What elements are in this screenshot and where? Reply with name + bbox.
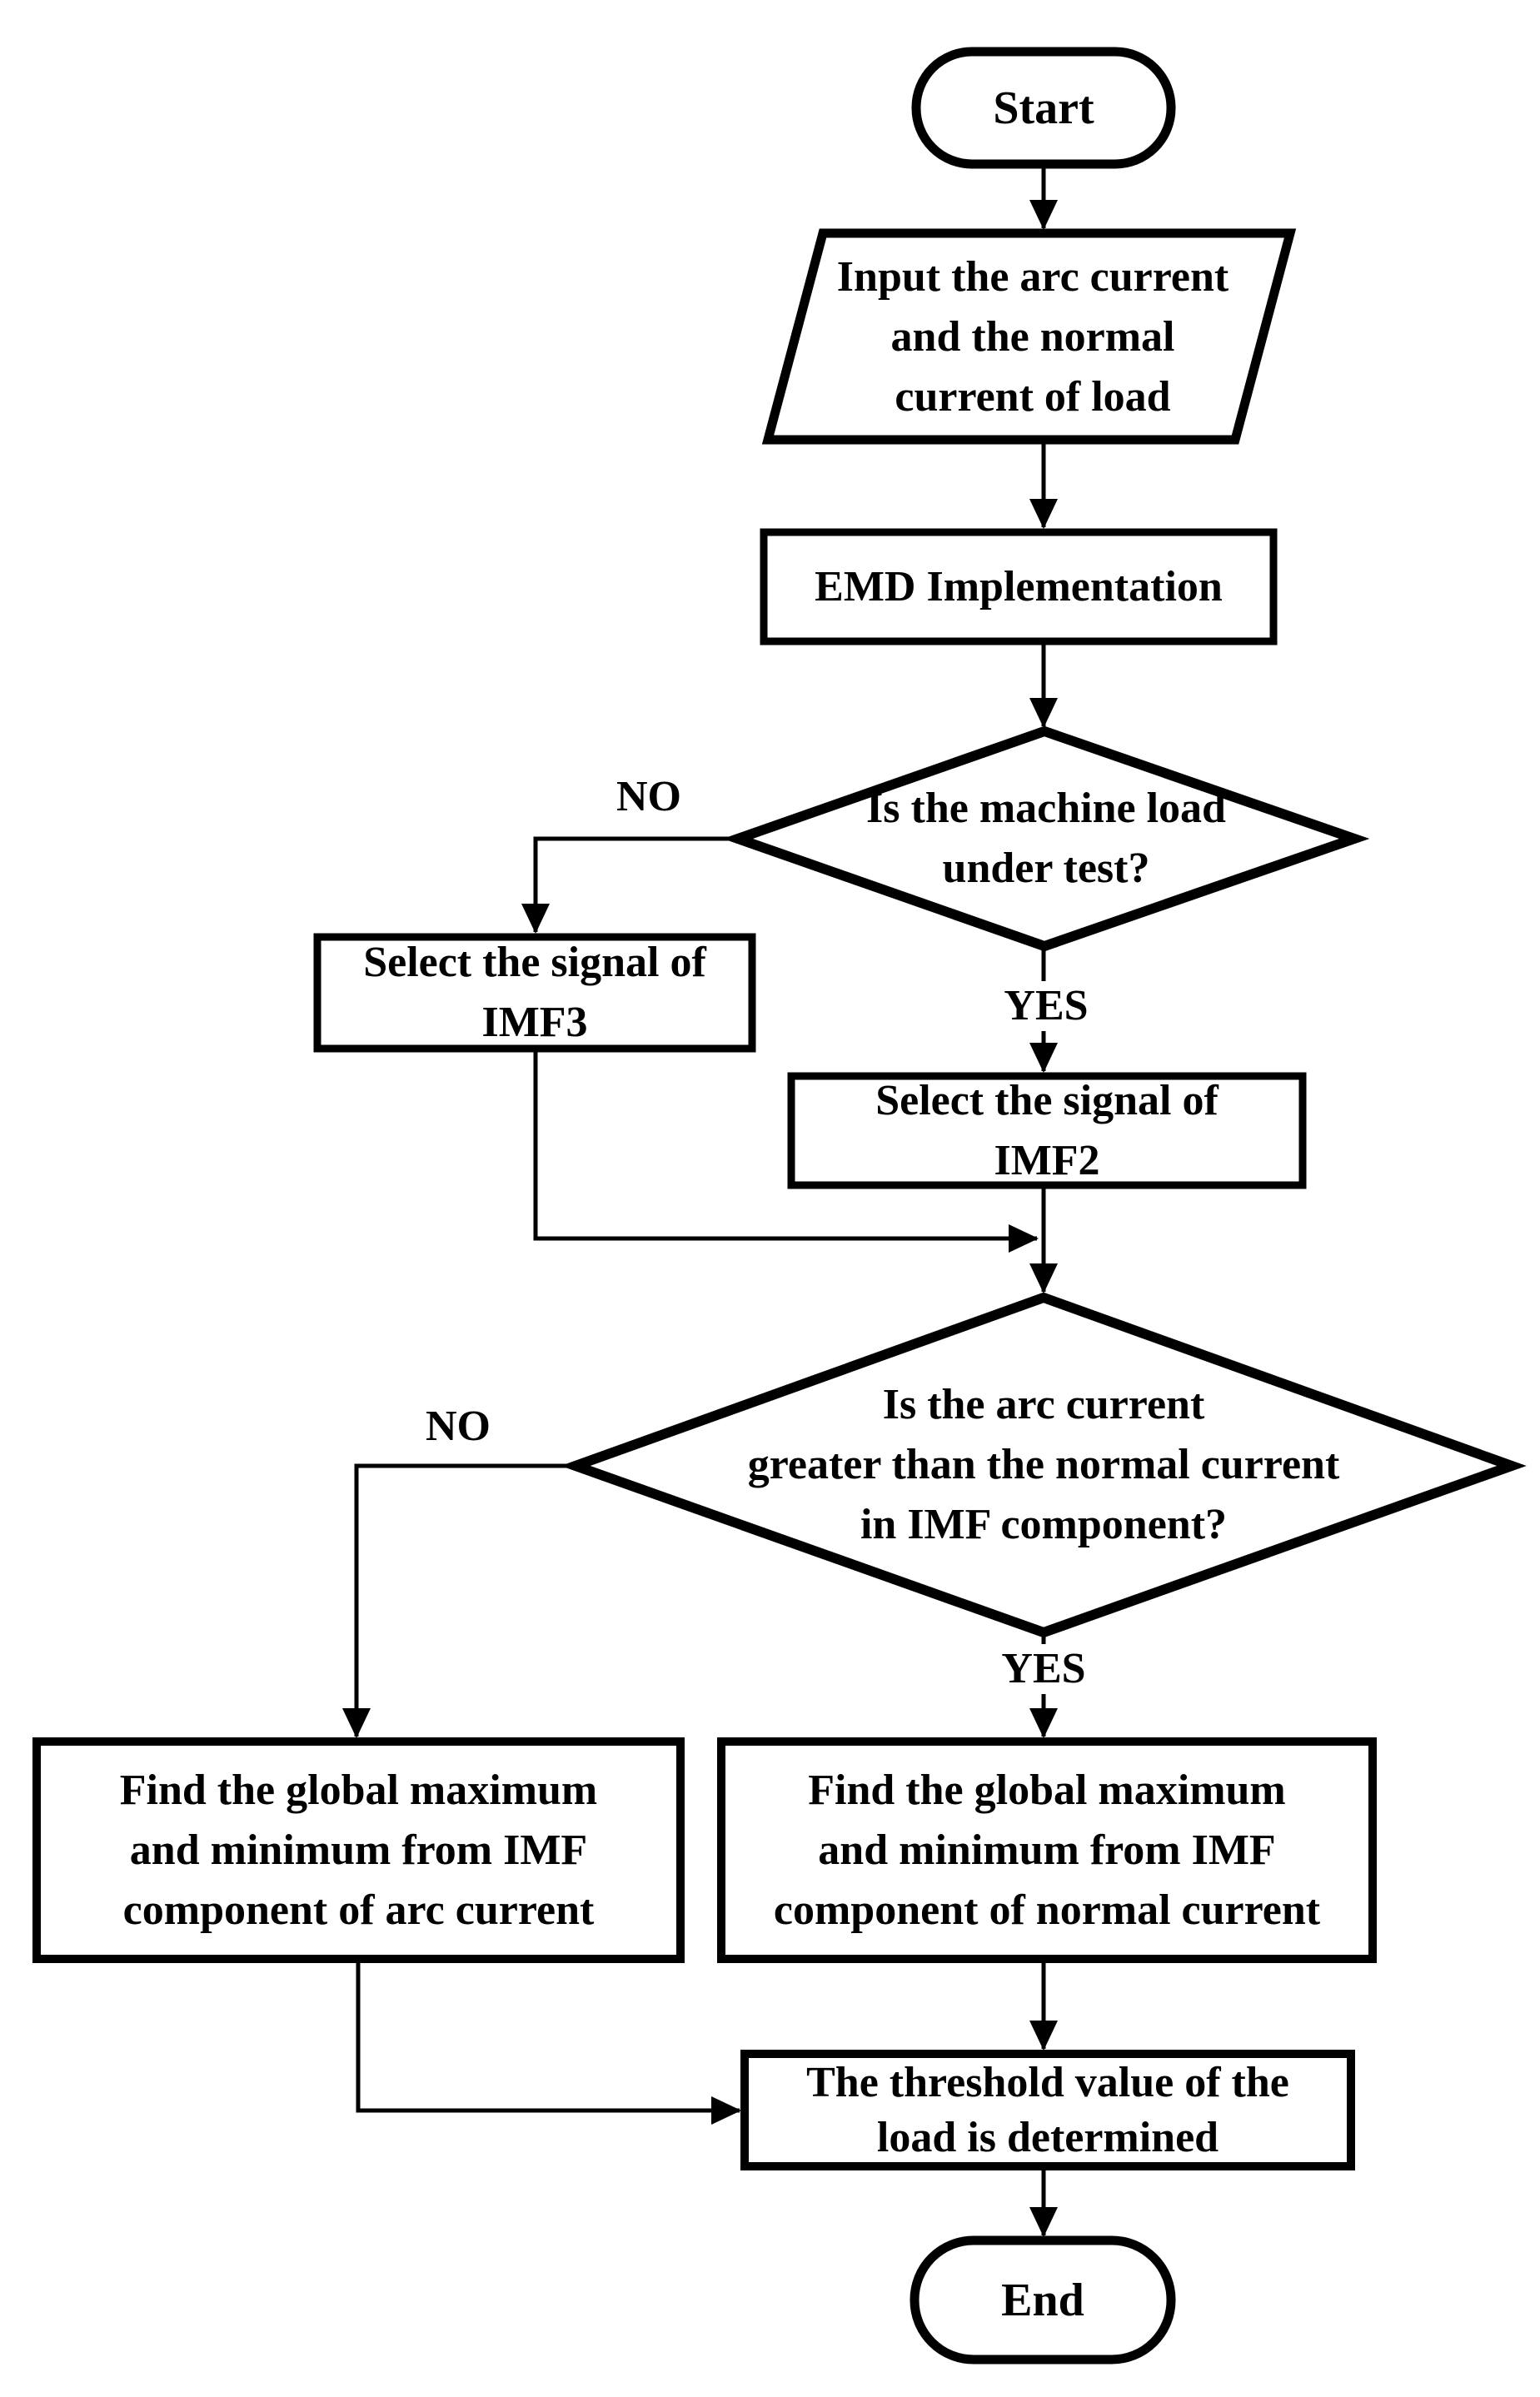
select-imf2-process-shape bbox=[787, 1072, 1307, 1189]
decision2-no-label: NO bbox=[417, 1402, 499, 1452]
threshold-node-line: The threshold value of the bbox=[806, 2058, 1289, 2106]
decision1-node-label: Is the machine load under test? bbox=[738, 731, 1354, 946]
end-terminator-shape bbox=[910, 2235, 1176, 2365]
end-node-label: End bbox=[1001, 2274, 1084, 2326]
decision1-node-line: under test? bbox=[942, 845, 1150, 892]
find-extrema-normal-node-line: and minimum from IMF bbox=[818, 1826, 1276, 1874]
threshold-process-shape bbox=[740, 2050, 1355, 2170]
find-extrema-normal-process-shape bbox=[717, 1737, 1377, 1963]
edge-find-arc-to-threshold bbox=[356, 1959, 741, 2125]
decision2-node-label: Is the arc current greater than the norm… bbox=[576, 1298, 1512, 1632]
decision2-node-line: Is the arc current bbox=[882, 1381, 1205, 1428]
select-imf3-process-shape bbox=[313, 933, 756, 1053]
input-node-label: Input the arc current and the normal cur… bbox=[775, 235, 1291, 440]
start-terminator-shape bbox=[911, 47, 1176, 169]
decision2-yes-label: YES bbox=[993, 1644, 1094, 1694]
find-extrema-arc-node-line: and minimum from IMF bbox=[129, 1826, 588, 1874]
select-imf3-node-line: Select the signal of bbox=[363, 939, 706, 986]
decision1-yes-label: YES bbox=[995, 981, 1097, 1031]
edge-imf3-to-merge bbox=[533, 1047, 1039, 1253]
find-extrema-normal-node-line: Find the global maximum bbox=[808, 1766, 1286, 1814]
select-imf2-node-label: Select the signal of IMF2 bbox=[791, 1076, 1303, 1185]
find-extrema-arc-process-shape bbox=[32, 1737, 685, 1963]
decision1-diamond-shape bbox=[722, 725, 1370, 952]
find-extrema-arc-node-line: component of arc current bbox=[122, 1886, 595, 1934]
input-node-line: current of load bbox=[895, 373, 1171, 421]
select-imf3-node-label: Select the signal of IMF3 bbox=[317, 937, 752, 1049]
emd-node-label: EMD Implementation bbox=[815, 562, 1223, 610]
decision2-diamond-shape bbox=[561, 1292, 1527, 1638]
select-imf2-node-line: Select the signal of bbox=[875, 1076, 1219, 1124]
decision2-node-line: greater than the normal current bbox=[747, 1441, 1340, 1488]
decision1-no-label: NO bbox=[608, 772, 690, 822]
input-node-line: Input the arc current bbox=[836, 253, 1229, 301]
start-node-label: Start bbox=[993, 82, 1094, 134]
input-parallelogram-shape bbox=[761, 228, 1297, 445]
select-imf2-node-line: IMF2 bbox=[994, 1136, 1100, 1184]
input-node-line: and the normal bbox=[890, 313, 1175, 361]
find-extrema-arc-node-line: Find the global maximum bbox=[119, 1766, 598, 1814]
edge-decision1-no-to-imf3 bbox=[521, 836, 739, 934]
threshold-node-label: The threshold value of the load is deter… bbox=[745, 2054, 1351, 2166]
find-extrema-normal-node-line: component of normal current bbox=[773, 1886, 1321, 1934]
find-extrema-normal-node-label: Find the global maximum and minimum from… bbox=[721, 1742, 1373, 1959]
decision1-node-line: Is the machine load bbox=[866, 785, 1226, 832]
select-imf3-node-line: IMF3 bbox=[481, 999, 588, 1046]
threshold-node-line: load is determined bbox=[876, 2113, 1219, 2161]
find-extrema-arc-node-label: Find the global maximum and minimum from… bbox=[37, 1742, 680, 1959]
emd-process-shape bbox=[760, 528, 1278, 645]
decision2-node-line: in IMF component? bbox=[860, 1501, 1228, 1548]
edge-decision2-no-to-find-arc bbox=[342, 1463, 577, 1738]
